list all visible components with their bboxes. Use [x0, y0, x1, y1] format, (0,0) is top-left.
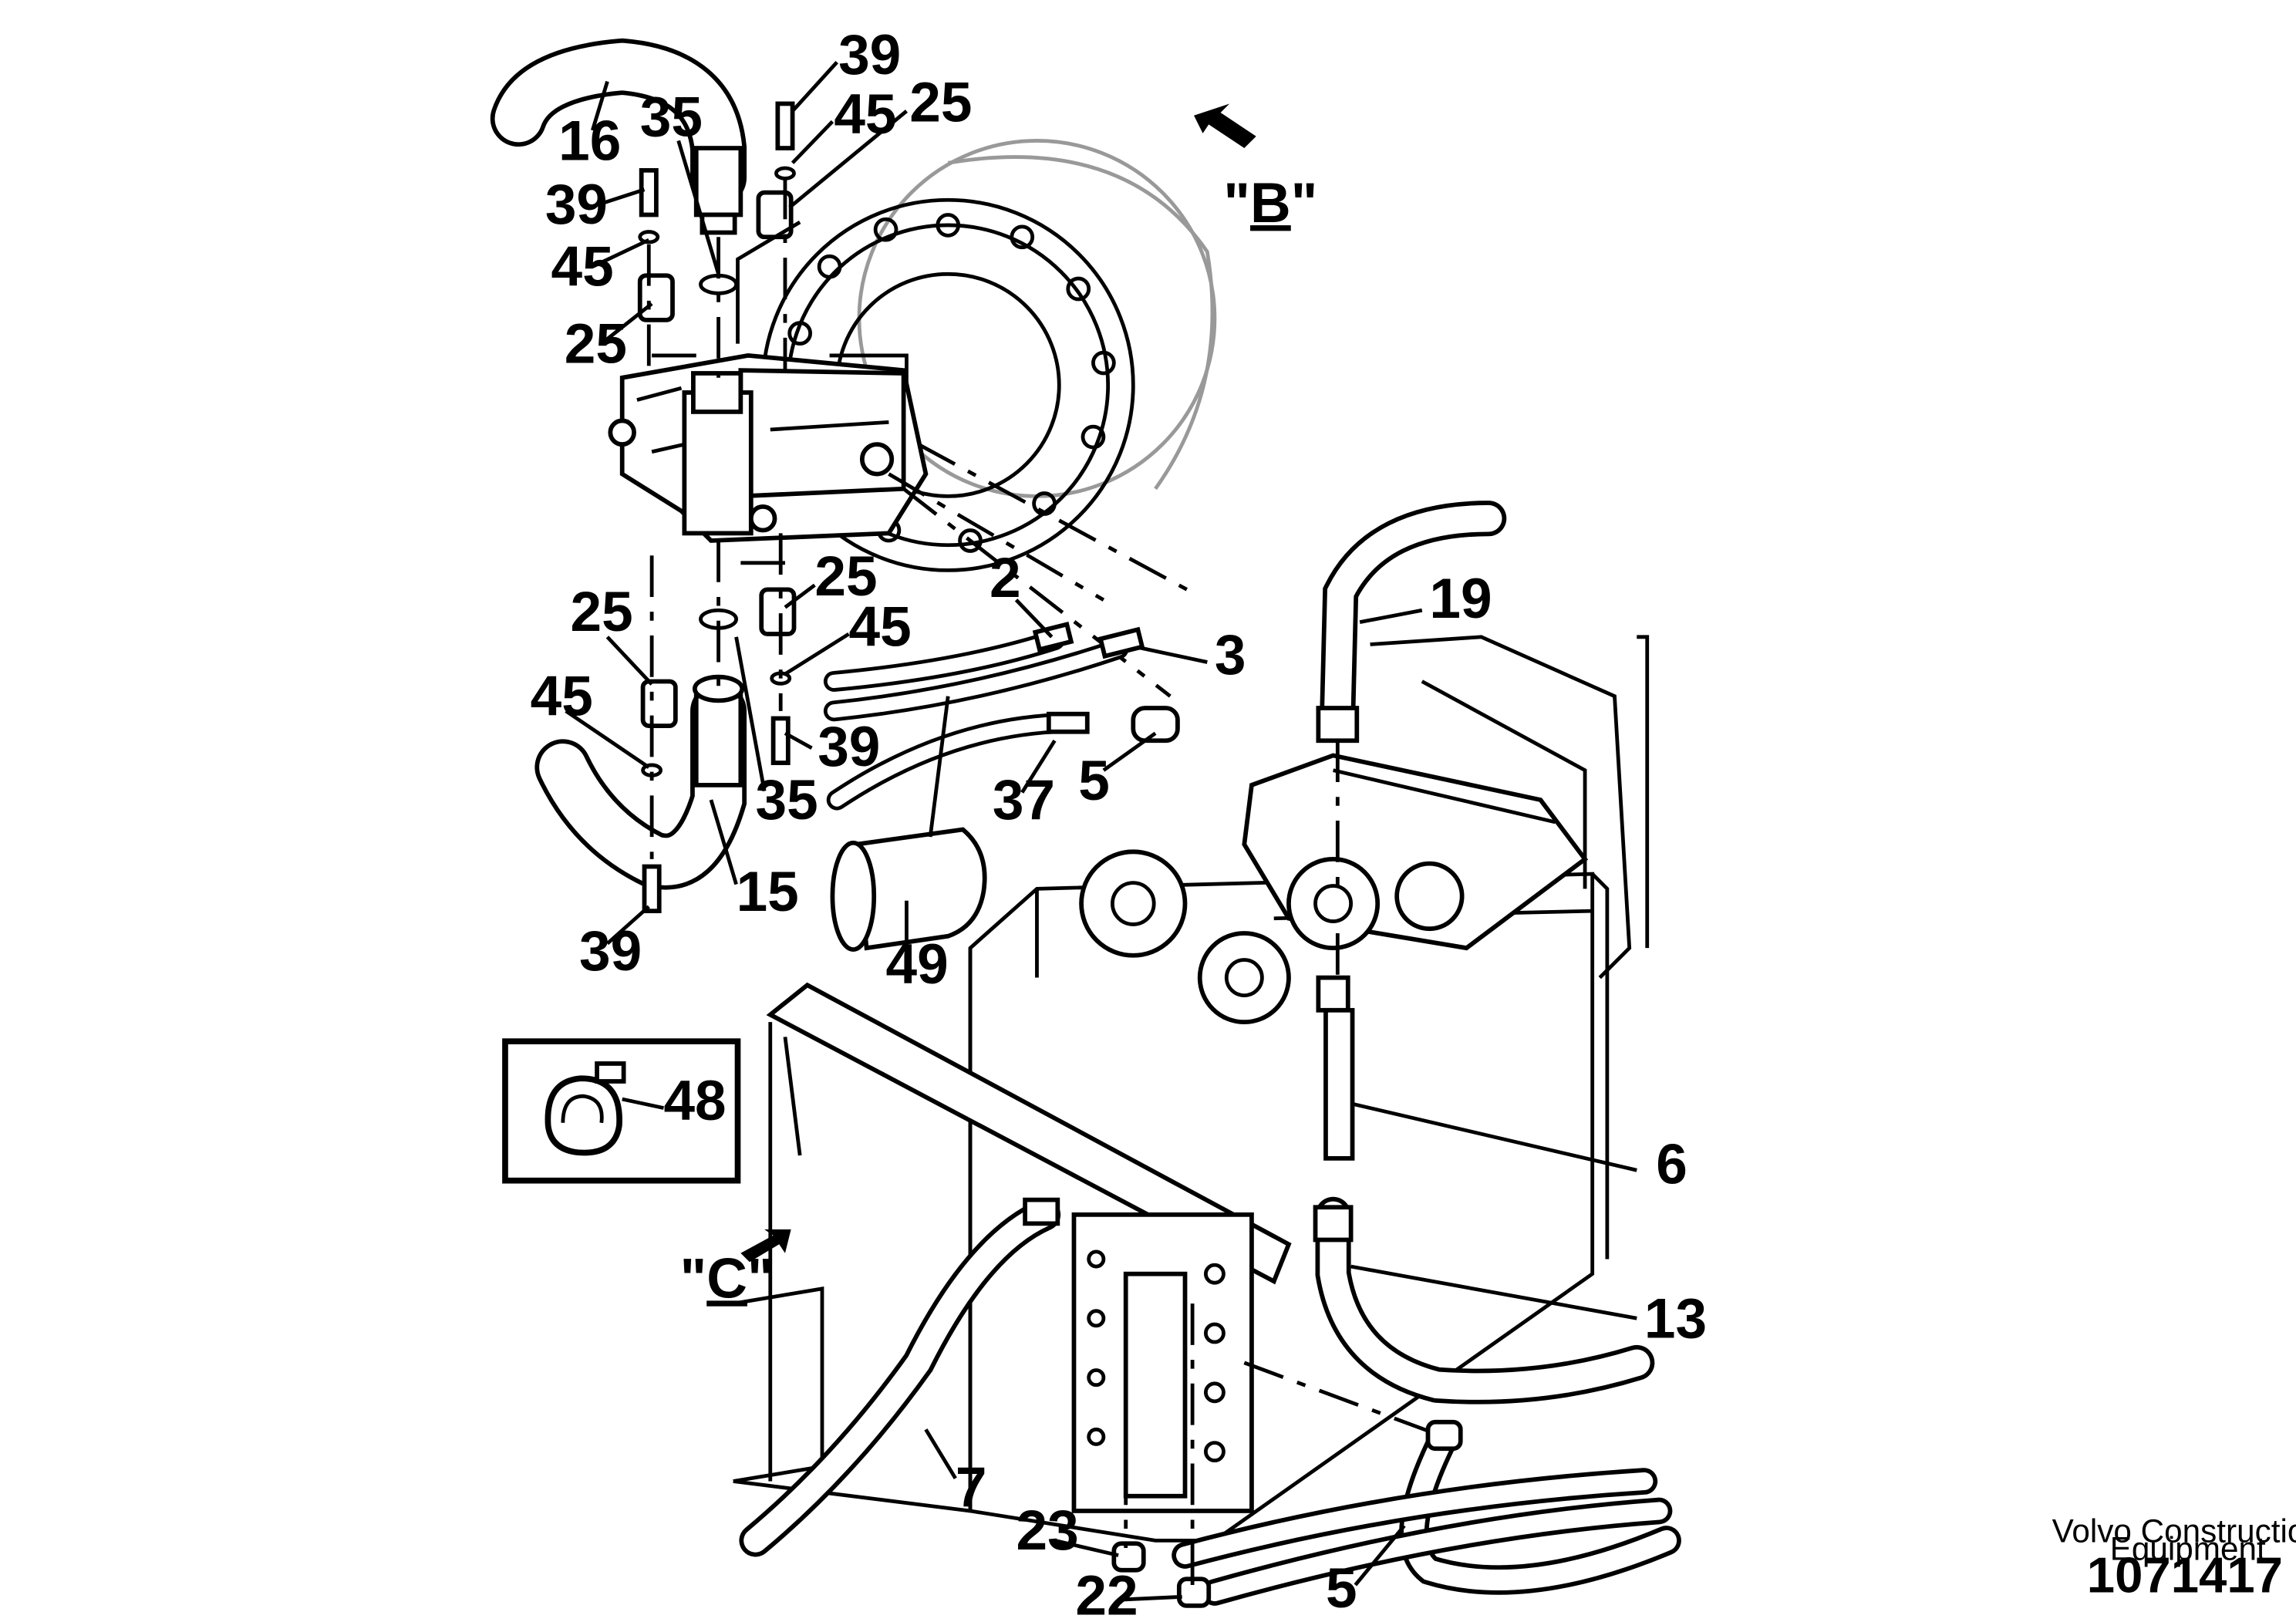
view-label-b: "B"	[1223, 172, 1317, 234]
washer-45-a	[774, 166, 796, 180]
hydraulic-motor	[608, 353, 929, 543]
hydraulic-tank	[968, 635, 1650, 1543]
callout-5-lower: 5	[1326, 1557, 1357, 1620]
hose-37	[826, 711, 1090, 811]
callout-13: 13	[1644, 1287, 1707, 1350]
callout-3: 3	[1215, 624, 1246, 686]
callout-45-lower-right: 45	[849, 595, 912, 658]
travel-gearbox	[760, 139, 1217, 572]
callout-25-left: 25	[565, 313, 627, 376]
callout-39-left: 39	[545, 174, 608, 236]
hose-6	[1316, 975, 1355, 1161]
view-c-suffix: "	[747, 1247, 774, 1310]
leader-lines	[565, 61, 1637, 1602]
callout-5-upper: 5	[1078, 750, 1110, 812]
callout-39-lower-right: 39	[818, 716, 880, 778]
hose-5-lower	[1172, 1361, 1681, 1606]
callout-2: 2	[990, 547, 1021, 609]
callout-22: 22	[1075, 1564, 1138, 1622]
screw-39-b	[639, 167, 659, 218]
callout-39-bottom: 39	[579, 920, 642, 983]
screw-39-a	[775, 101, 795, 150]
hose-16	[490, 38, 747, 235]
view-b-suffix: "	[1291, 172, 1318, 234]
view-c-prefix: "	[680, 1247, 707, 1310]
flange-25-lower-left	[640, 679, 678, 728]
elbow-23	[1111, 1541, 1146, 1573]
control-valve	[1071, 1212, 1254, 1513]
flange-25-upper-left	[637, 273, 675, 322]
callout-45-left: 45	[551, 236, 614, 298]
callout-48: 48	[663, 1070, 726, 1132]
callout-labels: 16 39 35 45 25 39 45 25 25 2 3 25 45 45 …	[531, 24, 1707, 1622]
svg-text:"B": "B"	[1223, 172, 1317, 234]
frame-plate	[733, 982, 1292, 1513]
filter-49	[830, 827, 987, 952]
hose-7	[739, 1197, 1061, 1557]
callout-37: 37	[993, 769, 1055, 831]
callout-23: 23	[1017, 1499, 1079, 1562]
elbow-5-upper	[1131, 706, 1180, 744]
screw-39-d	[642, 864, 662, 914]
callout-25-lower-left: 25	[570, 581, 632, 643]
callout-35-lower: 35	[756, 769, 818, 831]
assembly-lines	[646, 177, 1194, 859]
callout-15: 15	[737, 861, 799, 923]
view-label-c: "C"	[680, 1247, 774, 1310]
screw-39-c	[770, 716, 791, 765]
view-c-arrow	[740, 1229, 791, 1263]
svg-text:"C": "C"	[680, 1247, 774, 1310]
document-number: 1071417	[2087, 1547, 2283, 1603]
brand-line-2: Equipment	[2110, 1530, 2266, 1566]
footer: Volvo Construction Equipment 1071417	[2052, 1512, 2296, 1603]
callout-6: 6	[1656, 1134, 1687, 1196]
callout-45-lower-left: 45	[531, 666, 593, 728]
callout-7: 7	[956, 1456, 987, 1519]
callout-49: 49	[886, 933, 949, 996]
callout-25-lower-right: 25	[814, 545, 877, 608]
flange-25-lower-right	[759, 587, 797, 636]
view-c-letter: C	[706, 1247, 747, 1310]
callout-25-top: 25	[909, 71, 972, 133]
callout-45-top: 45	[834, 83, 896, 146]
brand-line-1: Volvo Construction	[2052, 1512, 2296, 1549]
view-b-arrow	[1194, 103, 1256, 149]
inset-clamp-48	[502, 1038, 741, 1184]
callout-19: 19	[1429, 568, 1492, 630]
hose-13	[1313, 1196, 1655, 1404]
washer-45-b	[638, 230, 660, 244]
callout-16: 16	[558, 110, 621, 172]
lower-assembly-lines	[1124, 740, 1340, 1585]
hose-19	[1316, 501, 1507, 744]
view-b-letter: B	[1250, 172, 1291, 234]
callout-35-top: 35	[640, 86, 703, 149]
hose-3	[823, 626, 1145, 722]
callout-39-top: 39	[838, 24, 901, 86]
view-b-prefix: "	[1223, 172, 1250, 234]
